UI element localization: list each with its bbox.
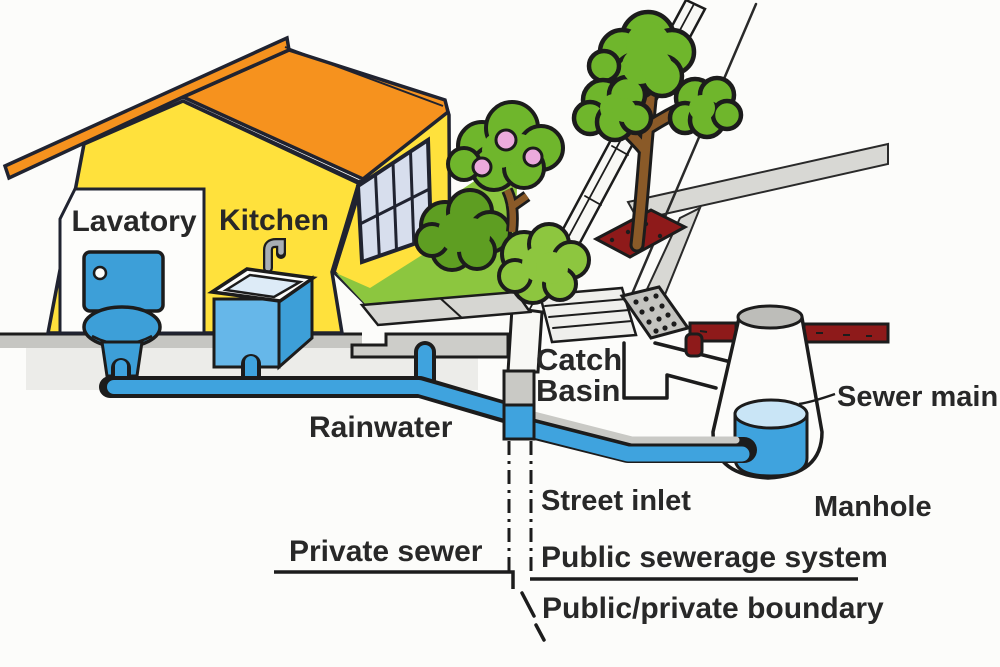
walkway [359, 290, 533, 327]
blossoms [471, 128, 544, 178]
manhole-label: Manhole [814, 491, 932, 523]
flush-button [92, 265, 108, 281]
bush-dark [414, 188, 512, 272]
faucet [263, 238, 286, 273]
manhole-water-surface [733, 398, 809, 430]
catch-basin-chamber [622, 341, 718, 400]
roof [2, 35, 450, 186]
public-sewerage-system-label: Public sewerage system [541, 541, 888, 574]
street-tree [571, 9, 744, 253]
blossom-tree [446, 100, 565, 233]
kitchen-label: Kitchen [219, 204, 329, 237]
boundary-slash-mark [520, 591, 546, 642]
storm-grate [619, 285, 691, 340]
public-private-boundary-label: Public/private boundary [542, 592, 884, 625]
roof-ridge-line [185, 101, 360, 186]
street-inlet-shaft [502, 369, 536, 441]
bush-light [497, 222, 591, 305]
annotations: Catch Basin Rainwater Sewer main Manhole… [274, 342, 998, 642]
walkway-joint [439, 297, 463, 319]
catch-basin-label-line1: Catch [536, 342, 622, 377]
window [355, 136, 434, 265]
sewer-main-leader [798, 392, 836, 406]
manhole-cover-opening [736, 304, 804, 330]
rainwater-label: Rainwater [309, 411, 453, 444]
private-sewer-pipes [99, 341, 519, 424]
sewer-main-label: Sewer main [837, 381, 998, 413]
sink-basin [222, 273, 304, 299]
manhole-cylinder [733, 412, 809, 478]
catch-basin-label-line2: Basin [536, 373, 620, 408]
roof-back-edge-line [284, 46, 444, 107]
street-inlet-label: Street inlet [541, 485, 691, 517]
street-tree-foliage [571, 9, 744, 143]
lavatory-label: Lavatory [71, 205, 196, 238]
yard [336, 100, 591, 359]
private-sewer-label: Private sewer [289, 535, 483, 568]
public-sewer-pipe [503, 409, 757, 463]
private-sewer-underline [274, 570, 515, 589]
